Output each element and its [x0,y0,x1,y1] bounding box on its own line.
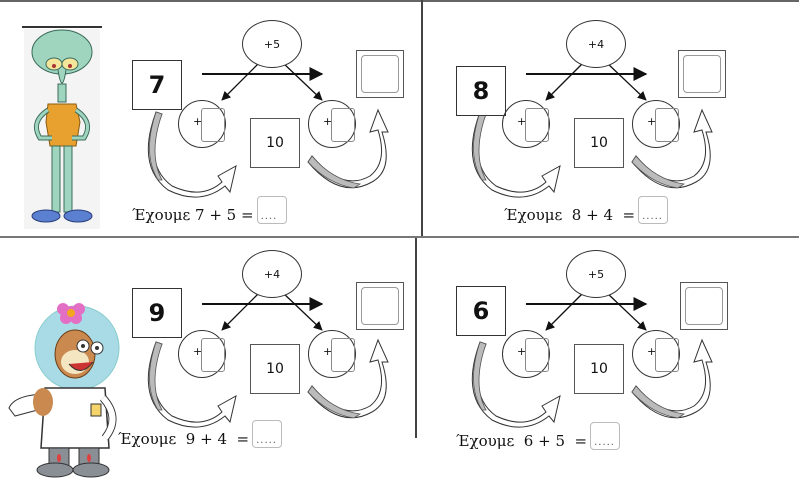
equation-text: Έχουμε 8 + 4 = [504,206,636,224]
split-circle-right: + [632,330,680,378]
result-box[interactable] [678,50,726,98]
addend-label: +5 [587,267,605,281]
result-input-slot[interactable] [683,55,721,93]
ten-box: 10 [250,344,300,394]
split-input-right[interactable] [331,108,355,142]
split-circle-left: + [178,330,226,378]
squidward-illustration [22,26,102,230]
addend-label: +4 [263,267,281,281]
split-circle-left: + [178,100,226,148]
ten-label: 10 [590,135,608,151]
start-number-box: 6 [456,286,506,336]
answer-placeholder: ..... [642,211,663,222]
arrows-diagram [471,61,713,198]
horizontal-divider [0,236,799,238]
ten-box: 10 [574,118,624,168]
plus-sign: + [323,345,333,358]
split-input-right[interactable] [655,108,679,142]
exercise-panel-2: +4 8 + + 10 Έχουμε 8 + 4 = ..... [456,14,756,244]
split-input-left[interactable] [201,108,225,142]
arrows-diagram [471,291,713,428]
equation-sentence: Έχουμε 8 + 4 = ..... [504,196,669,224]
top-border [0,0,799,2]
curved-arrow-right [631,338,713,419]
ten-box: 10 [574,344,624,394]
split-arrow-right [281,291,323,331]
plus-sign: + [193,345,203,358]
ten-label: 10 [590,361,608,377]
split-circle-left: + [502,100,550,148]
arrows-diagram [147,61,389,198]
split-arrow-left [545,291,585,331]
plus-sign: + [517,115,527,128]
answer-box[interactable]: .... [256,196,287,224]
curved-arrow-right [307,338,389,419]
split-input-right[interactable] [331,338,355,372]
answer-box[interactable]: ..... [252,420,283,448]
start-number-box: 7 [132,60,182,110]
exercise-panel-3: +4 9 + + 10 Έχουμε 9 + 4 = ..... [118,244,432,474]
split-input-left[interactable] [525,338,549,372]
equation-sentence: Έχουμε 6 + 5 = ..... [456,422,621,450]
plus-sign: + [647,345,657,358]
answer-box[interactable]: ..... [638,196,669,224]
split-arrow-right [605,291,647,331]
split-circle-right: + [308,100,356,148]
split-arrow-right [605,61,647,101]
split-arrow-left [545,61,585,101]
plus-sign: + [517,345,527,358]
curved-arrow-right [631,108,713,189]
start-number: 6 [472,297,490,325]
ten-label: 10 [266,361,284,377]
equation-text: Έχουμε 7 + 5 = [132,206,254,224]
equation-text: Έχουμε 9 + 4 = [118,430,250,448]
answer-placeholder: .... [260,211,278,222]
split-arrow-left [221,291,261,331]
addend-label: +4 [587,37,605,51]
sandy-illustration [5,298,130,478]
split-arrow-left [221,61,261,101]
split-input-left[interactable] [201,338,225,372]
addend-label: +5 [263,37,281,51]
split-circle-right: + [308,330,356,378]
plus-sign: + [193,115,203,128]
result-input-slot[interactable] [685,287,723,325]
start-number: 8 [472,77,490,105]
answer-box[interactable]: ..... [590,422,621,450]
result-box[interactable] [356,50,404,98]
ten-label: 10 [266,135,284,151]
exercise-panel-1: +5 7 + + 10 Έχουμε 7 + 5 = .... [132,14,432,244]
split-circle-right: + [632,100,680,148]
exercise-panel-4: +5 6 + + 10 Έχουμε 6 + 5 = ..... [456,244,756,474]
ten-box: 10 [250,118,300,168]
start-number-box: 8 [456,66,506,116]
result-box[interactable] [356,282,404,330]
addend-circle: +4 [242,250,302,298]
equation-sentence: Έχουμε 7 + 5 = .... [132,196,287,224]
split-circle-left: + [502,330,550,378]
split-arrow-right [281,61,323,101]
addend-circle: +5 [566,250,626,298]
result-box[interactable] [680,282,728,330]
split-input-right[interactable] [655,338,679,372]
result-input-slot[interactable] [361,55,399,93]
arrows-diagram [147,291,389,428]
vertical-divider-top [421,0,423,236]
equation-sentence: Έχουμε 9 + 4 = ..... [118,420,283,448]
start-number-box: 9 [132,288,182,338]
answer-placeholder: ..... [256,435,277,446]
equation-text: Έχουμε 6 + 5 = [456,432,588,450]
split-input-left[interactable] [525,108,549,142]
answer-placeholder: ..... [594,437,615,448]
addend-circle: +4 [566,20,626,68]
start-number: 7 [148,71,166,99]
result-input-slot[interactable] [361,287,399,325]
curved-arrow-right [307,108,389,189]
start-number: 9 [148,299,166,327]
vertical-divider-bottom [415,238,417,438]
plus-sign: + [647,115,657,128]
plus-sign: + [323,115,333,128]
addend-circle: +5 [242,20,302,68]
